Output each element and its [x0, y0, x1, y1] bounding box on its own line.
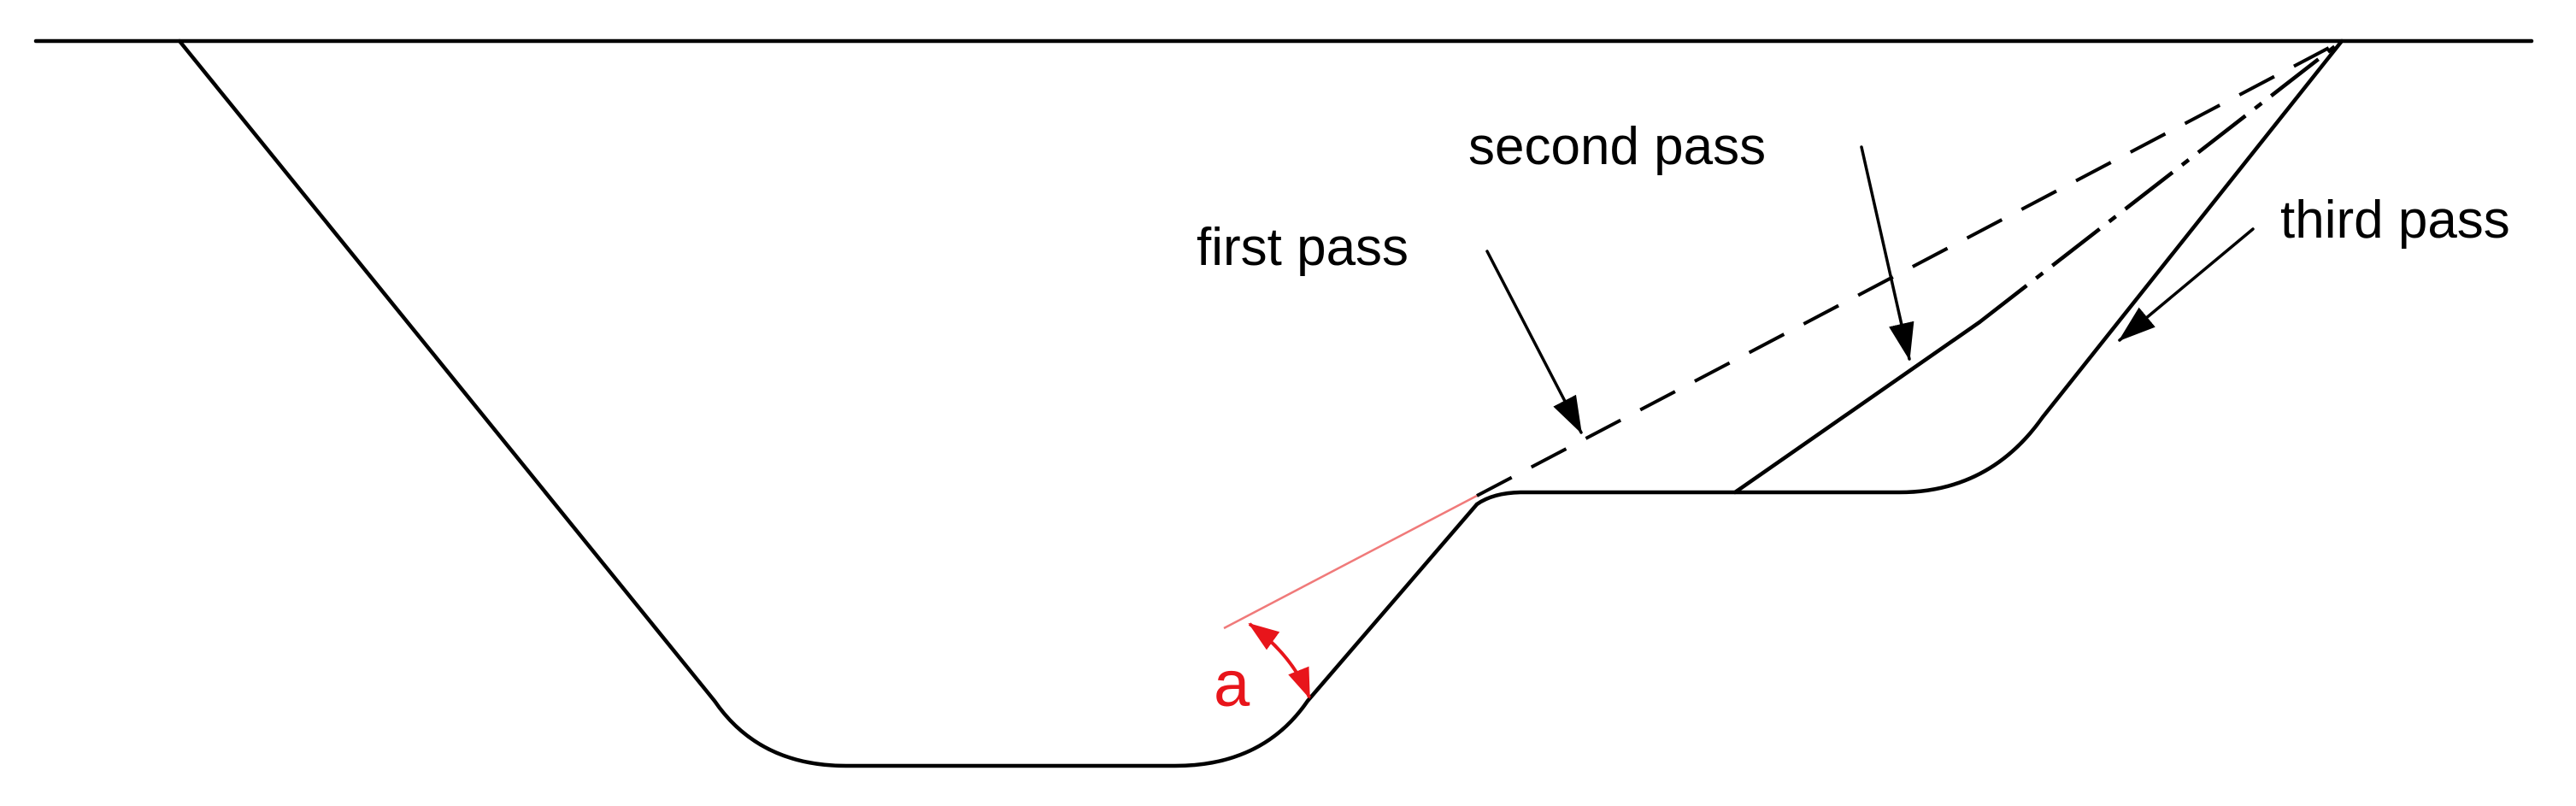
angle-arc [1248, 622, 1311, 699]
second-pass-arrow [1860, 145, 1914, 361]
second-pass-label: second pass [1468, 117, 1766, 176]
first-pass-line [1476, 39, 2343, 497]
angle-reference-line [1223, 494, 1478, 630]
first-pass-arrow [1485, 250, 1583, 434]
excavation-profile [177, 38, 2344, 768]
second-pass-line-dashdot [1978, 39, 2344, 324]
third-pass-arrow [2118, 227, 2255, 342]
third-pass-label: third pass [2280, 191, 2510, 250]
second-pass-line-solid [1732, 320, 1982, 495]
first-pass-label: first pass [1197, 218, 1409, 277]
angle-label: a [1214, 648, 1250, 721]
